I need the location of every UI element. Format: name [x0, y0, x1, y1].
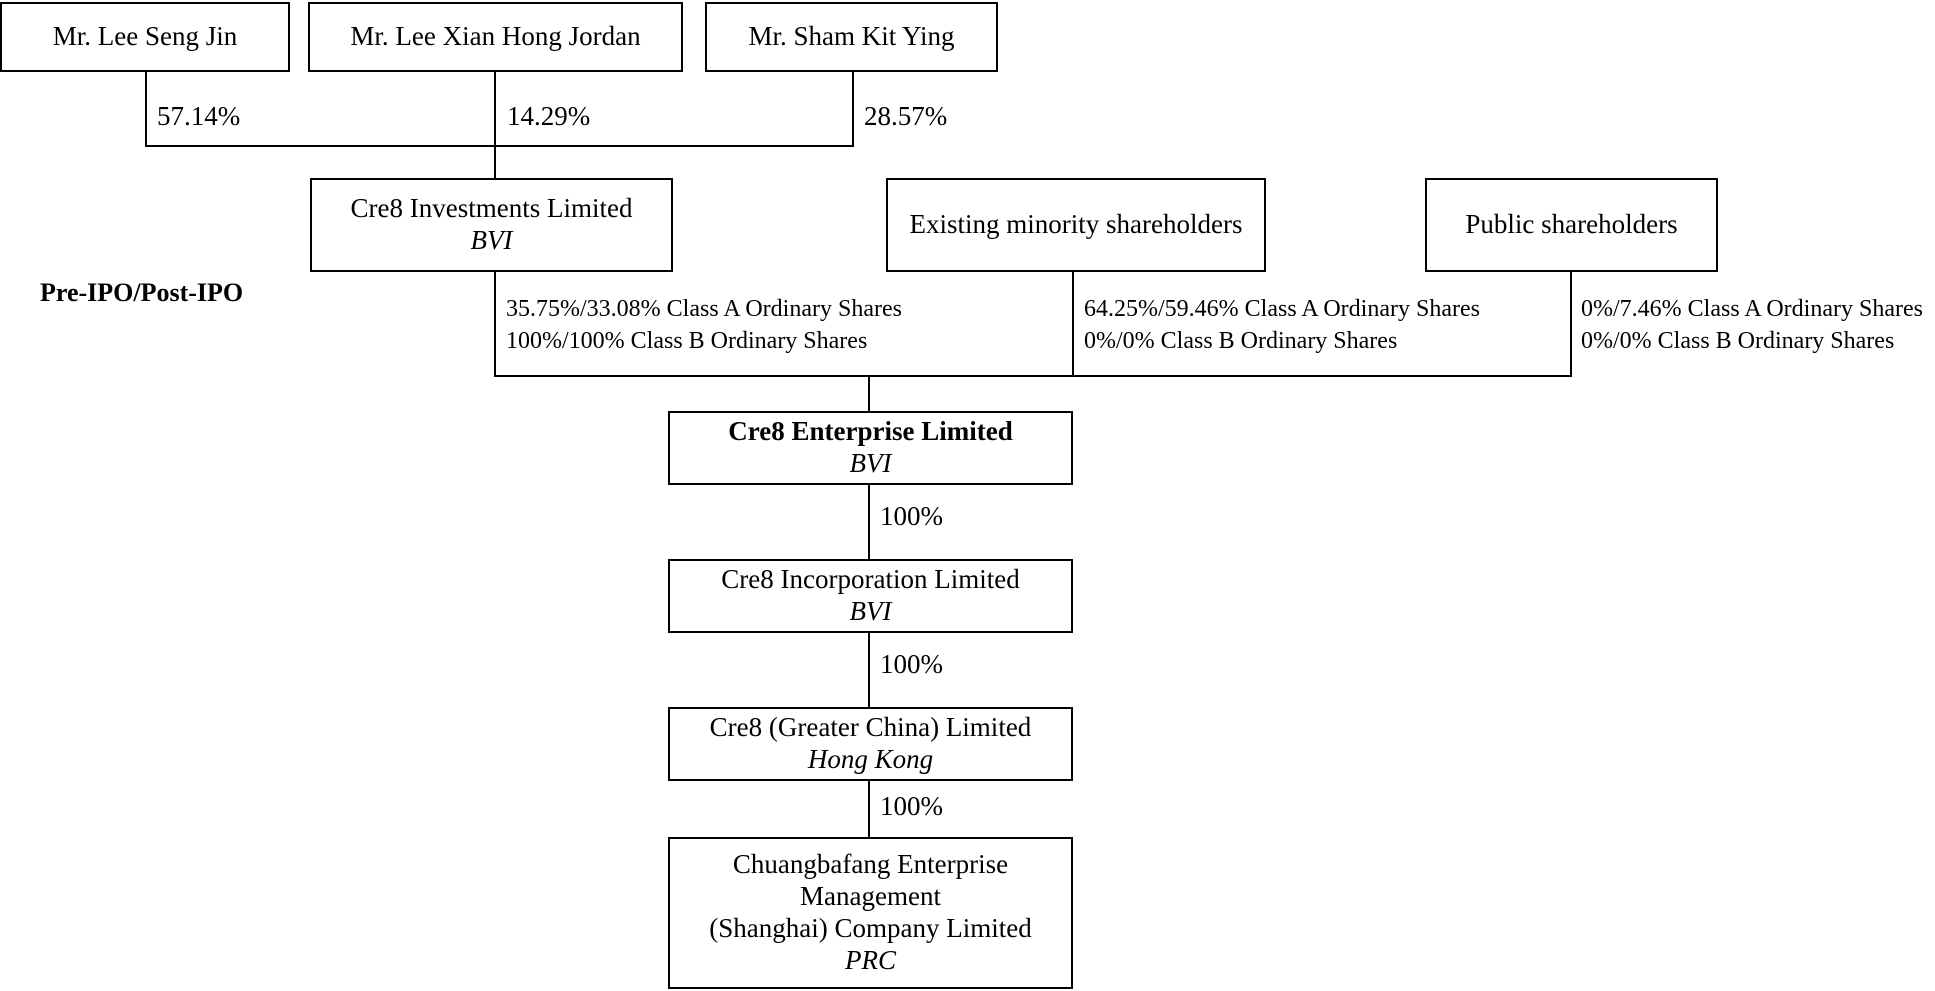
- connector-ownership-bus: [494, 375, 1572, 377]
- connector-sham-kit-ying-drop: [852, 70, 854, 147]
- class-a-shares-text: 35.75%/33.08% Class A Ordinary Shares: [506, 296, 902, 322]
- entity-box-cre8-greater-china-limited: Cre8 (Greater China) Limited Hong Kong: [668, 707, 1073, 781]
- entity-box-chuangbafang-shanghai: Chuangbafang Enterprise Management (Shan…: [668, 837, 1073, 989]
- entity-name: Cre8 (Greater China) Limited: [709, 712, 1032, 743]
- connector-bus-to-cre8-investments: [494, 145, 496, 180]
- connector-public-shareholders-drop: [1570, 272, 1572, 377]
- entity-name-line-2: Management: [800, 881, 941, 912]
- connector-greater-china-to-chuangbafang: [868, 781, 870, 837]
- ownership-pct-cre8-incorporation-to-greater-china: 100%: [880, 649, 943, 679]
- class-b-shares-text: 0%/0% Class B Ordinary Shares: [1084, 328, 1398, 355]
- entity-box-cre8-incorporation-limited: Cre8 Incorporation Limited BVI: [668, 559, 1073, 633]
- entity-box-cre8-enterprise-limited: Cre8 Enterprise Limited BVI: [668, 411, 1073, 485]
- shareholder-box-lee-seng-jin: Mr. Lee Seng Jin: [0, 2, 290, 72]
- entity-jurisdiction: BVI: [849, 448, 892, 478]
- legend-pre-ipo-post-ipo: Pre-IPO/Post-IPO: [40, 278, 244, 307]
- entity-box-public-shareholders: Public shareholders: [1425, 178, 1718, 272]
- shareholder-name: Mr. Lee Seng Jin: [52, 21, 238, 52]
- shares-annotation-cre8-investments: 35.75%/33.08% Class A Ordinary Shares 10…: [506, 293, 902, 358]
- entity-name-line-1: Chuangbafang Enterprise: [732, 849, 1009, 880]
- entity-name: Cre8 Incorporation Limited: [721, 564, 1020, 595]
- ownership-pct-sham-kit-ying: 28.57%: [864, 101, 948, 131]
- connector-cre8-enterprise-to-incorporation: [868, 485, 870, 559]
- entity-name: Cre8 Enterprise Limited: [728, 416, 1013, 447]
- connector-cre8-investments-drop: [494, 272, 496, 377]
- shares-annotation-public-shareholders: 0%/7.46% Class A Ordinary Shares 0%/0% C…: [1581, 293, 1923, 358]
- entity-name: Cre8 Investments Limited: [350, 193, 633, 224]
- entity-jurisdiction: BVI: [849, 596, 892, 626]
- ownership-pct-greater-china-to-chuangbafang: 100%: [880, 791, 943, 821]
- entity-name: Public shareholders: [1465, 209, 1678, 240]
- entity-box-cre8-investments-limited: Cre8 Investments Limited BVI: [310, 178, 673, 272]
- connector-lee-seng-jin-drop: [145, 70, 147, 147]
- shareholder-name: Mr. Lee Xian Hong Jordan: [350, 21, 641, 52]
- ownership-pct-lee-xian-hong-jordan: 14.29%: [507, 101, 591, 131]
- entity-jurisdiction: PRC: [845, 944, 896, 975]
- class-b-shares-text: 100%/100% Class B Ordinary Shares: [506, 328, 868, 355]
- connector-lee-xian-hong-jordan-drop: [494, 70, 496, 147]
- shareholder-box-lee-xian-hong-jordan: Mr. Lee Xian Hong Jordan: [308, 2, 683, 72]
- class-b-shares-text: 0%/0% Class B Ordinary Shares: [1581, 328, 1895, 355]
- entity-name-line-3: (Shanghai) Company Limited: [709, 913, 1032, 943]
- connector-bus-to-cre8-enterprise: [868, 375, 870, 411]
- connector-existing-minority-drop: [1072, 272, 1074, 377]
- ownership-pct-lee-seng-jin: 57.14%: [157, 101, 241, 131]
- shareholder-box-sham-kit-ying: Mr. Sham Kit Ying: [705, 2, 998, 72]
- ownership-pct-cre8-enterprise-to-incorporation: 100%: [880, 501, 943, 531]
- entity-name: Existing minority shareholders: [909, 209, 1243, 240]
- entity-jurisdiction: BVI: [470, 225, 513, 255]
- shares-annotation-existing-minority: 64.25%/59.46% Class A Ordinary Shares 0%…: [1084, 293, 1480, 358]
- connector-cre8-incorporation-to-greater-china: [868, 633, 870, 707]
- entity-jurisdiction: Hong Kong: [807, 744, 934, 774]
- class-a-shares-text: 64.25%/59.46% Class A Ordinary Shares: [1084, 296, 1480, 322]
- entity-box-existing-minority-shareholders: Existing minority shareholders: [886, 178, 1266, 272]
- class-a-shares-text: 0%/7.46% Class A Ordinary Shares: [1581, 296, 1923, 322]
- shareholder-name: Mr. Sham Kit Ying: [748, 21, 955, 52]
- connector-shareholders-bus: [145, 145, 854, 147]
